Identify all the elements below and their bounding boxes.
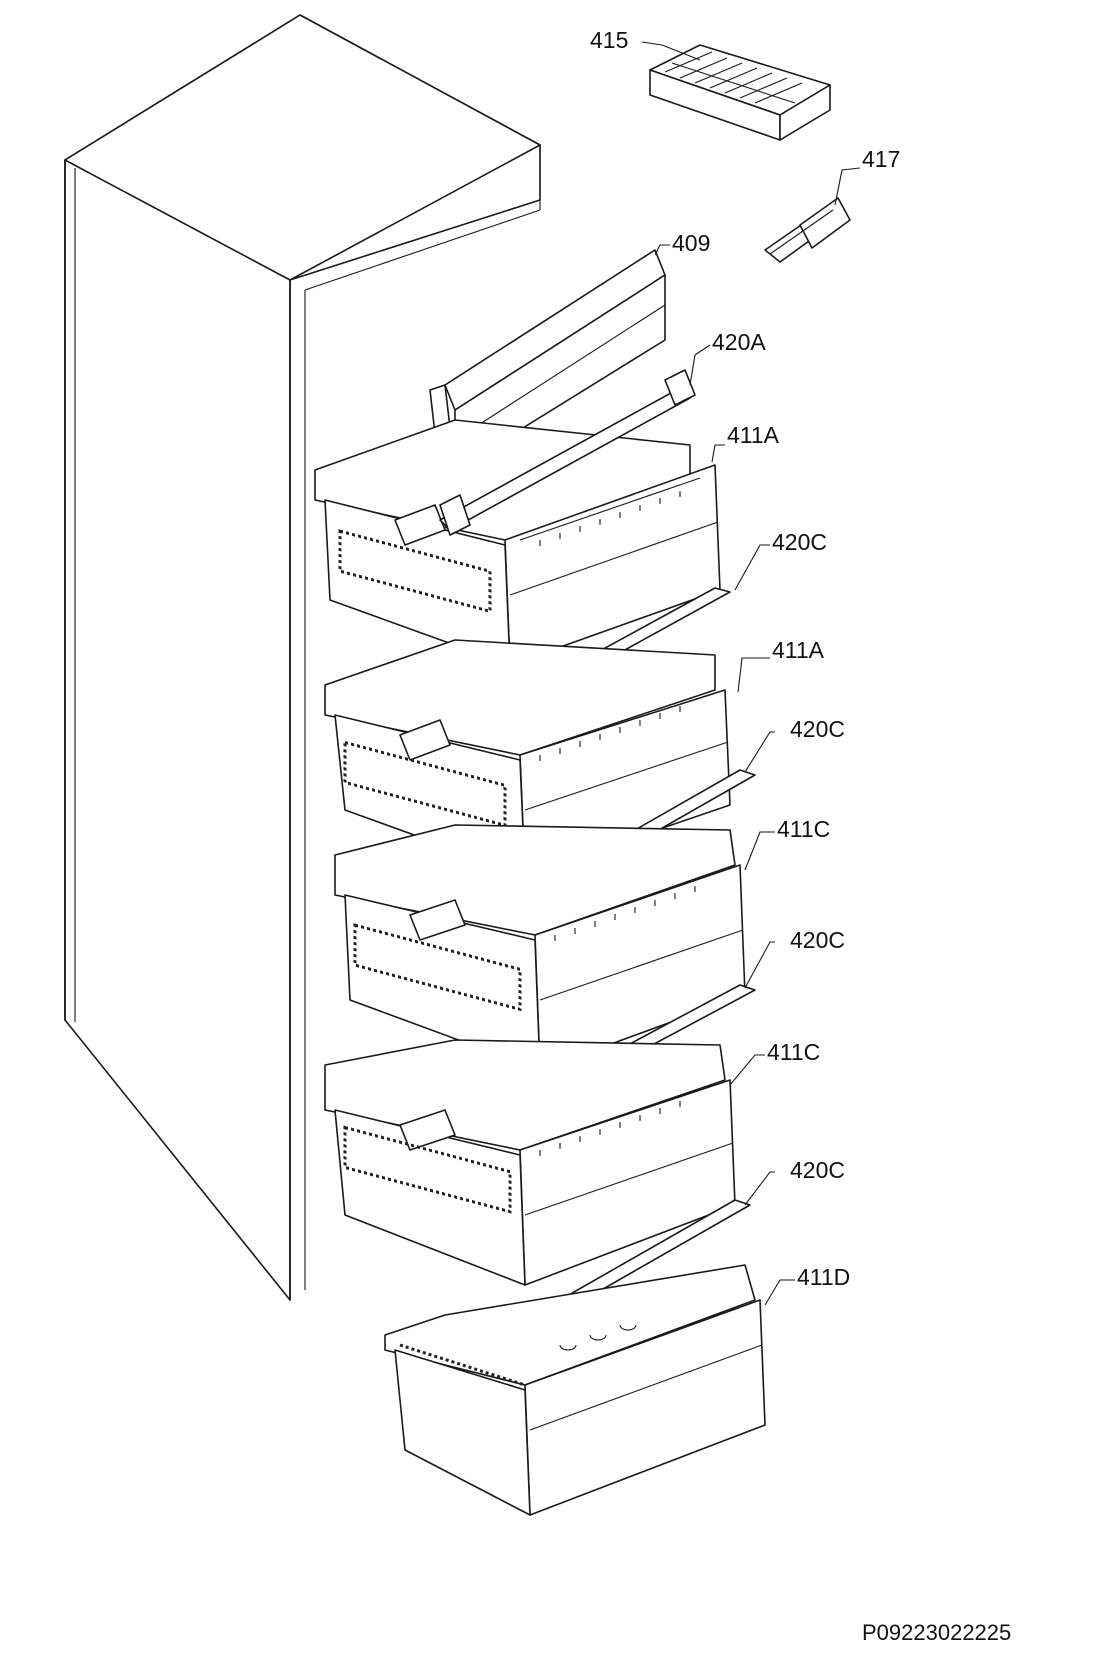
callout-420A: 420A: [712, 329, 766, 355]
callout-420C-3: 420C: [790, 927, 845, 953]
callout-411A-lower: 411A: [772, 637, 825, 663]
drawing-code: P09223022225: [862, 1620, 1011, 1645]
callout-420C-2: 420C: [790, 716, 845, 742]
callout-411C-lower: 411C: [767, 1039, 820, 1065]
callout-411C-upper: 411C: [777, 816, 830, 842]
callout-420C-1: 420C: [772, 529, 827, 555]
callout-415: 415: [590, 27, 628, 53]
drawer-411C-lower: [324, 1039, 736, 1286]
callout-411A-upper: 411A: [727, 422, 780, 448]
ice-tray-part: [649, 44, 831, 141]
drawer-411C-upper: [334, 824, 746, 1071]
guide-rail-420A: [439, 369, 696, 536]
callout-420C-4: 420C: [790, 1157, 845, 1183]
ice-scoop-part: [764, 197, 851, 263]
drawer-411D: [384, 1264, 766, 1516]
callout-409: 409: [672, 230, 710, 256]
freezer-cabinet: [64, 14, 541, 1301]
callout-417: 417: [862, 146, 900, 172]
leader-lines: [641, 41, 861, 1306]
callout-411D: 411D: [797, 1264, 850, 1290]
